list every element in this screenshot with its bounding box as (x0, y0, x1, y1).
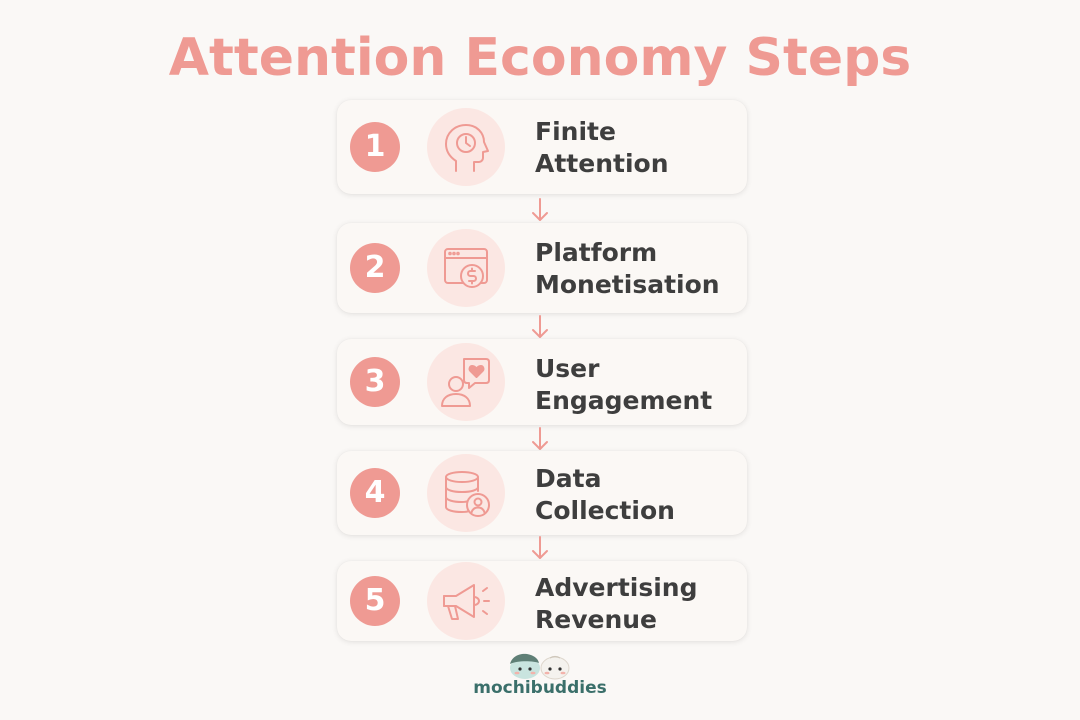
megaphone-icon (427, 562, 505, 640)
step-label: Data Collection (535, 464, 675, 525)
step-label: Finite Attention (535, 117, 669, 178)
browser-dollar-icon (427, 229, 505, 307)
user-heart-bubble-icon (427, 343, 505, 421)
step-card-3: 3 User Engagement (337, 339, 747, 425)
arrow-down-icon (532, 198, 548, 221)
step-card-4: 4 Data Collection (337, 451, 747, 535)
step-number-badge: 2 (350, 243, 400, 293)
database-user-icon (427, 454, 505, 532)
arrow-down-icon (532, 536, 548, 559)
step-number-badge: 1 (350, 122, 400, 172)
brand-name: mochibuddies (473, 678, 607, 698)
arrow-down-icon (532, 315, 548, 338)
step-card-1: 1 Finite Attention (337, 100, 747, 194)
step-label: Advertising Revenue (535, 573, 698, 634)
step-card-2: 2 Platform Monetisation (337, 223, 747, 313)
step-number-badge: 5 (350, 576, 400, 626)
head-clock-icon (427, 108, 505, 186)
step-number-badge: 4 (350, 468, 400, 518)
step-label: Platform Monetisation (535, 238, 720, 299)
mascot-icon (510, 653, 570, 680)
page-title: Attention Economy Steps (168, 28, 912, 88)
step-number-badge: 3 (350, 357, 400, 407)
step-card-5: 5 Advertising Revenue (337, 561, 747, 641)
step-label: User Engagement (535, 354, 713, 415)
brand-logo: mochibuddies (470, 648, 610, 708)
arrow-down-icon (532, 427, 548, 450)
